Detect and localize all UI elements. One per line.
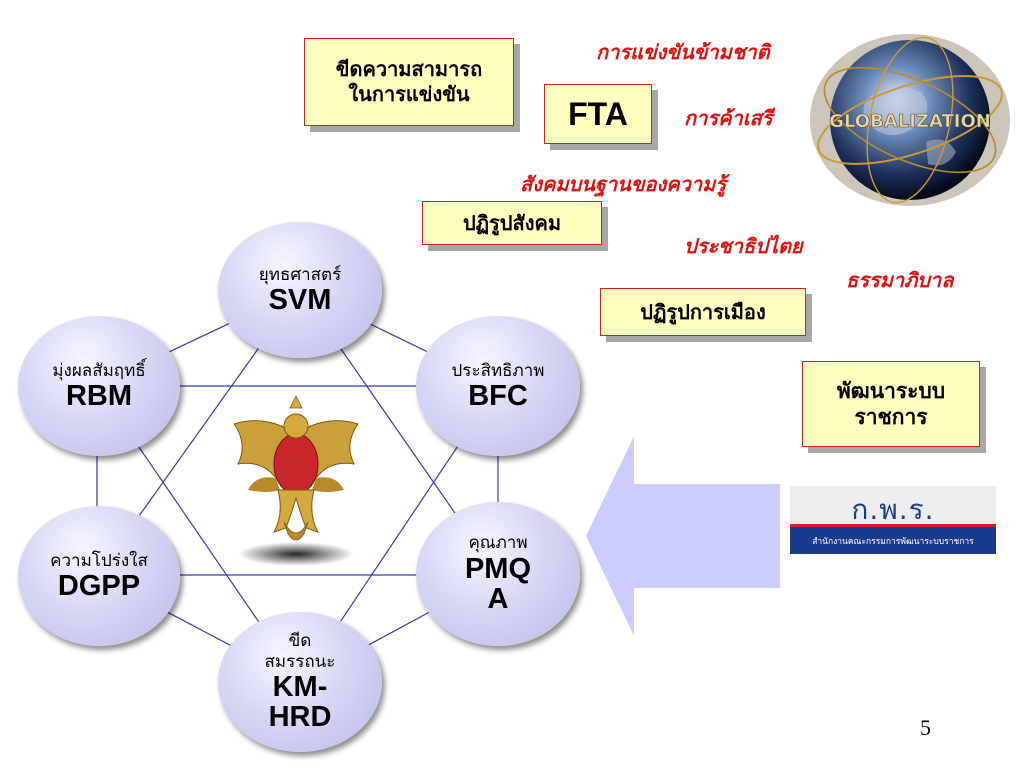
kmhrd-code-line-1: KM-: [272, 670, 328, 703]
social-reform-label: ปฏิรูปสังคม: [462, 210, 562, 235]
bureaucracy-line-2: ราชการ: [854, 404, 928, 429]
bfc-thai-label: ประสิทธิภาพ: [451, 360, 545, 381]
globalization-label: GLOBALIZATION: [829, 111, 991, 132]
competitiveness-line-2: ในการแข่งขัน: [348, 82, 470, 106]
kmhrd-thai-line-2: สมรรถนะ: [264, 651, 336, 672]
rbm-thai-label: มุ่งผลสัมฤทธิ์: [52, 360, 146, 381]
left-arrow-icon: [586, 436, 780, 636]
circle-bfc: ประสิทธิภาพ BFC: [416, 316, 580, 456]
circle-rbm: มุ่งผลสัมฤทธิ์ RBM: [18, 316, 180, 456]
dgpp-code-label: DGPP: [57, 569, 141, 602]
ocsc-red-bar: [790, 524, 996, 527]
circle-dgpp: ความโปร่งใส DGPP: [18, 506, 180, 646]
democracy-label: ประชาธิปไตย: [684, 234, 803, 258]
competitiveness-box: ขีดความสามารถ ในการแข่งขัน: [304, 38, 514, 126]
bfc-code-label: BFC: [468, 379, 528, 412]
fta-label: FTA: [568, 96, 628, 132]
circle-pmqa: คุณภาพ PMQ A: [416, 502, 580, 646]
bureaucracy-development-box: พัฒนาระบบ ราชการ: [802, 361, 980, 447]
transnational-competition-label: การแข่งขันข้ามชาติ: [596, 40, 770, 64]
pmqa-code-line-2: A: [487, 583, 509, 616]
competitiveness-line-1: ขีดความสามารถ: [335, 57, 483, 81]
pmqa-thai-label: คุณภาพ: [468, 533, 528, 554]
social-reform-box: ปฏิรูปสังคม: [422, 201, 602, 245]
kmhrd-thai-line-1: ขีด: [288, 631, 312, 652]
ocsc-logo: ก.พ.ร. สำนักงานคณะกรรมการพัฒนาระบบราชการ: [790, 486, 996, 554]
page-number: 5: [920, 715, 931, 740]
knowledge-society-label: สังคมบนฐานของความรู้: [520, 172, 727, 196]
fta-box: FTA: [544, 84, 652, 144]
political-reform-label: ปฏิรูปการเมือง: [640, 299, 766, 324]
good-governance-label: ธรรมาภิบาล: [846, 268, 954, 292]
svm-thai-label: ยุทธศาสตร์: [258, 264, 342, 285]
kmhrd-code-line-2: HRD: [268, 701, 332, 734]
svm-code-label: SVM: [268, 283, 332, 316]
globalization-globe-icon: GLOBALIZATION: [810, 34, 1010, 206]
rbm-code-label: RBM: [65, 379, 133, 412]
ocsc-full-name: สำนักงานคณะกรรมการพัฒนาระบบราชการ: [812, 536, 974, 547]
circle-svm: ยุทธศาสตร์ SVM: [218, 222, 382, 358]
garuda-emblem-icon: [233, 395, 359, 566]
bureaucracy-line-1: พัฒนาระบบ: [836, 377, 946, 403]
dgpp-thai-label: ความโปร่งใส: [50, 550, 148, 571]
free-trade-label: การค้าเสรี: [684, 106, 773, 130]
political-reform-box: ปฏิรูปการเมือง: [600, 288, 806, 336]
pmqa-code-line-1: PMQ: [464, 552, 532, 585]
circle-km-hrd: ขีด สมรรถนะ KM- HRD: [218, 612, 382, 752]
ocsc-abbr: ก.พ.ร.: [851, 493, 935, 526]
ocsc-name-bar: สำนักงานคณะกรรมการพัฒนาระบบราชการ: [790, 527, 996, 554]
